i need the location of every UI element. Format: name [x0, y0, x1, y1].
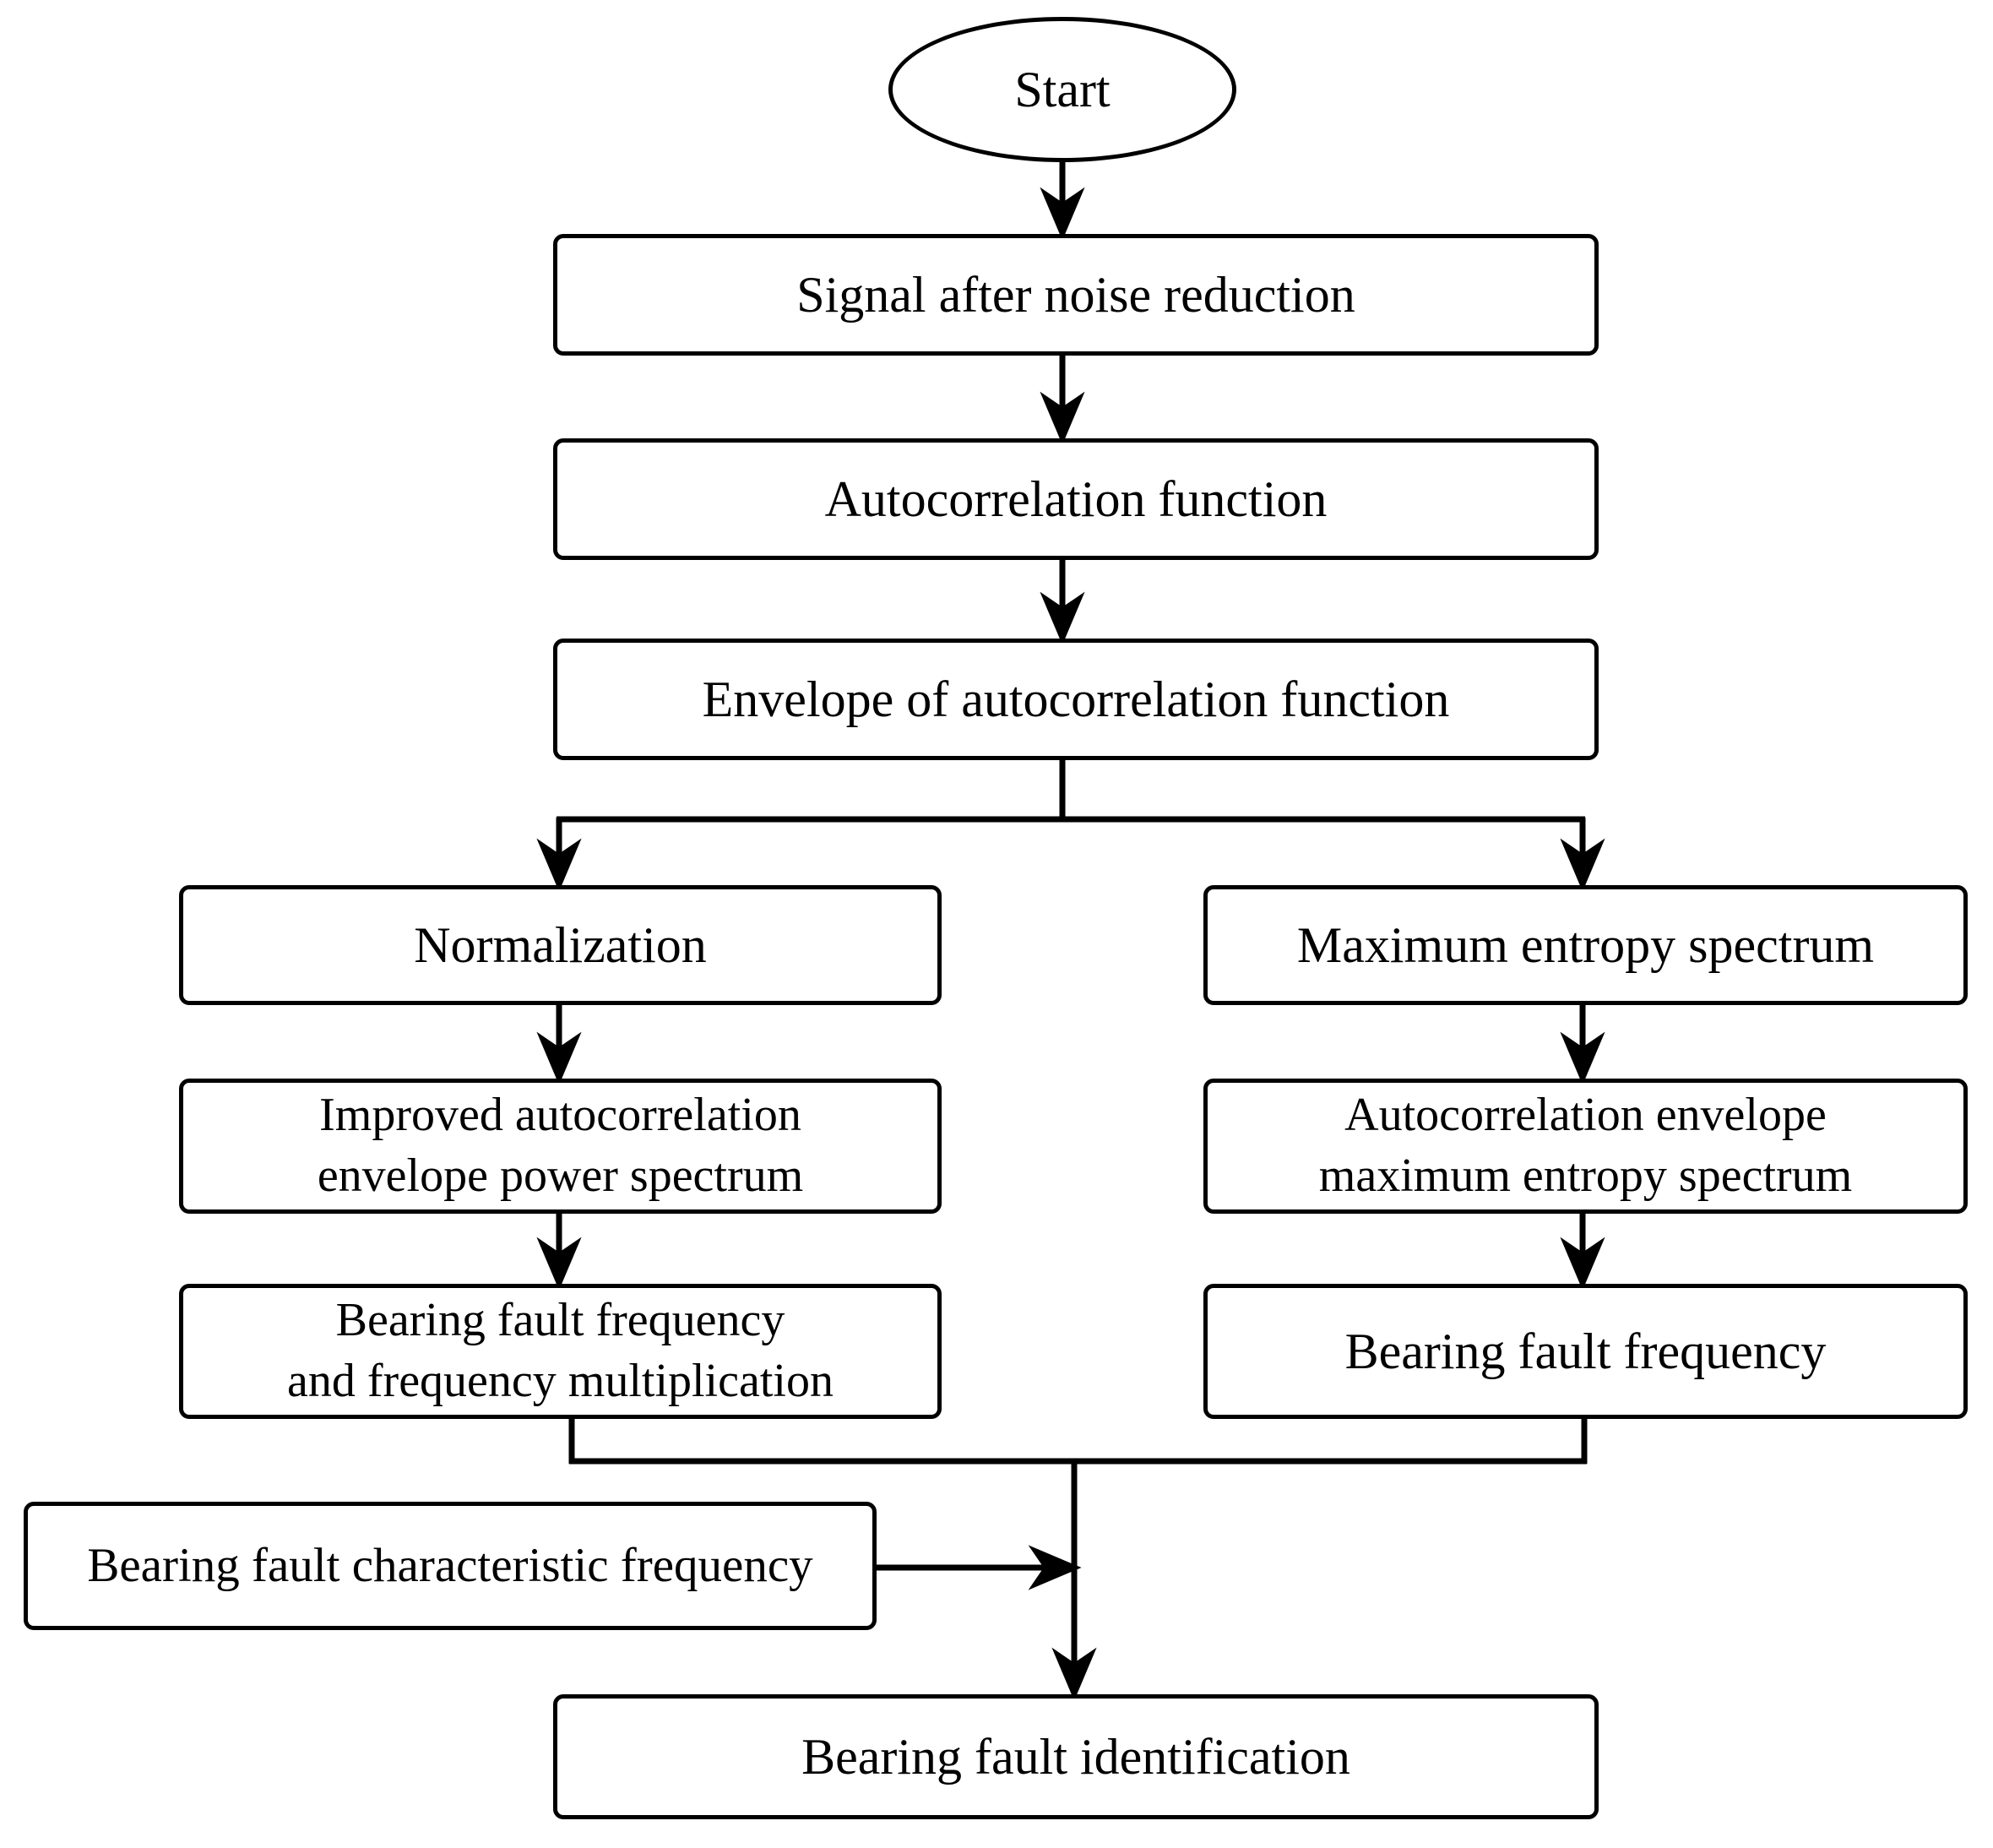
node-normalization[interactable]: Normalization	[179, 885, 942, 1005]
node-autocorrelation-envelope-maximum-entropy-spectrum[interactable]: Autocorrelation envelope maximum entropy…	[1203, 1079, 1968, 1214]
node-improved-autocorrelation-envelope-power-spectrum[interactable]: Improved autocorrelation envelope power …	[179, 1079, 942, 1214]
node-normalization-label: Normalization	[414, 916, 707, 973]
node-envelope-of-autocorrelation-function[interactable]: Envelope of autocorrelation function	[553, 639, 1599, 760]
node-maximum-entropy-label: Maximum entropy spectrum	[1296, 916, 1875, 973]
node-bearing-fault-characteristic-frequency[interactable]: Bearing fault characteristic frequency	[24, 1502, 877, 1630]
node-autocorrelation-label: Autocorrelation function	[824, 470, 1328, 527]
node-envelope-label: Envelope of autocorrelation function	[702, 671, 1450, 727]
node-start-label: Start	[1014, 61, 1111, 117]
node-start[interactable]: Start	[888, 17, 1236, 162]
node-bearing-fault-frequency-and-frequency-multiplication[interactable]: Bearing fault frequency and frequency mu…	[179, 1284, 942, 1419]
node-bearing-fault-frequency-label: Bearing fault frequency	[1344, 1323, 1827, 1379]
node-maximum-entropy-spectrum[interactable]: Maximum entropy spectrum	[1203, 885, 1968, 1005]
node-signal-after-noise-reduction[interactable]: Signal after noise reduction	[553, 234, 1599, 356]
node-bearing-fault-frequency[interactable]: Bearing fault frequency	[1203, 1284, 1968, 1419]
node-autocorrelation-function[interactable]: Autocorrelation function	[553, 438, 1599, 560]
node-fault-frequency-multiplication-label: Bearing fault frequency and frequency mu…	[287, 1294, 834, 1407]
node-bearing-fault-identification[interactable]: Bearing fault identification	[553, 1694, 1599, 1819]
node-characteristic-frequency-label: Bearing fault characteristic frequency	[87, 1538, 813, 1592]
node-signal-label: Signal after noise reduction	[796, 266, 1355, 323]
node-identification-label: Bearing fault identification	[801, 1728, 1350, 1785]
node-autoenvelope-maxentropy-label: Autocorrelation envelope maximum entropy…	[1318, 1089, 1853, 1202]
node-improved-label: Improved autocorrelation envelope power …	[317, 1089, 804, 1202]
